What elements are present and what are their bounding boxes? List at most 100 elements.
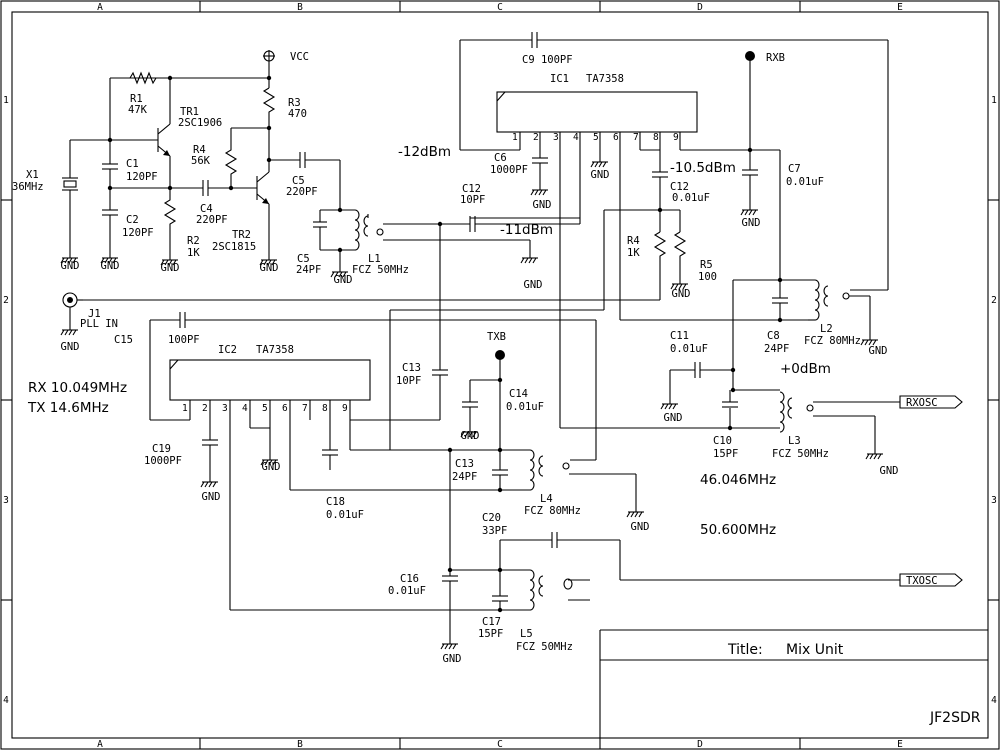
title-label: Title: bbox=[727, 642, 763, 658]
c12-bypass-ref: C12 bbox=[670, 181, 689, 193]
ic2-pin: 4 bbox=[242, 403, 248, 414]
tr2-part: 2SC1815 bbox=[212, 241, 256, 253]
c9-label: C9 100PF bbox=[522, 54, 573, 66]
c20-ref: C20 bbox=[482, 512, 501, 524]
col-label: B bbox=[297, 739, 303, 750]
gnd-label: GND bbox=[334, 274, 353, 286]
c16-ref: C16 bbox=[400, 573, 419, 585]
c15-ref: C15 bbox=[114, 334, 133, 346]
grid-labels: A B C D E A B C D E 1 2 3 4 1 2 3 4 bbox=[3, 2, 997, 750]
level-minus-11dbm: -11dBm bbox=[500, 222, 553, 238]
l4-ref: L4 bbox=[540, 493, 553, 505]
txb-label: TXB bbox=[487, 331, 506, 343]
col-label: D bbox=[697, 2, 703, 13]
l5-value: FCZ 50MHz bbox=[516, 641, 573, 653]
l1-value: FCZ 50MHz bbox=[352, 264, 409, 276]
l3-ref: L3 bbox=[788, 435, 801, 447]
rxb-label: RXB bbox=[766, 52, 785, 64]
ground-symbol: GND bbox=[461, 430, 480, 442]
pll-input: J1 PLL IN bbox=[62, 292, 118, 330]
ground-symbol: GND bbox=[260, 459, 280, 473]
j1-ref: J1 bbox=[88, 308, 101, 320]
r4-1k-value: 1K bbox=[627, 247, 640, 259]
ground-symbol: GND bbox=[626, 511, 649, 533]
r2-resistor bbox=[163, 188, 177, 260]
ic2-part: TA7358 bbox=[256, 344, 294, 356]
gnd-label: GND bbox=[664, 412, 683, 424]
row-label: 1 bbox=[991, 95, 997, 106]
ic1-section: IC1 TA7358 1 2 3 4 5 6 7 8 9 C6 1000PF bbox=[83, 32, 889, 451]
col-label: C bbox=[497, 2, 503, 13]
title-block: Title: Mix Unit JF2SDR bbox=[599, 629, 988, 738]
tr1-part: 2SC1906 bbox=[178, 117, 222, 129]
ground-symbol: GND bbox=[161, 259, 179, 274]
tx-frequency: TX 14.6MHz bbox=[27, 400, 109, 416]
gnd-label: GND bbox=[202, 491, 221, 503]
r2-value: 1K bbox=[187, 247, 200, 259]
ic1-pin: 7 bbox=[633, 132, 639, 143]
c11-value: 0.01uF bbox=[670, 343, 708, 355]
ic1-part: TA7358 bbox=[586, 73, 624, 85]
c11-ref: C11 bbox=[670, 330, 689, 342]
gnd-label: GND bbox=[591, 169, 610, 181]
ic2-pin: 5 bbox=[262, 403, 268, 414]
ground-symbol: GND bbox=[61, 329, 79, 353]
r5-ref: R5 bbox=[700, 259, 713, 271]
pll-in-label: PLL IN bbox=[80, 318, 118, 330]
rx-filter-section: C8 24PF L2 FCZ 80MHz C11 0.01uF C10 15PF… bbox=[669, 150, 963, 460]
col-label: B bbox=[297, 2, 303, 13]
r3-ref: R3 bbox=[288, 97, 301, 109]
ground-symbol: GND bbox=[200, 481, 221, 503]
ic1-pin: 9 bbox=[673, 132, 679, 143]
gnd-label: GND bbox=[524, 279, 543, 291]
ic2-pin: 1 bbox=[182, 403, 188, 414]
c17-value: 15PF bbox=[478, 628, 503, 640]
row-label: 2 bbox=[991, 295, 997, 306]
ground-symbol: GND bbox=[740, 209, 761, 229]
c7-value: 0.01uF bbox=[786, 176, 824, 188]
ground-symbol: GND bbox=[330, 271, 353, 286]
txosc-label: TXOSC bbox=[906, 575, 938, 587]
l3-value: FCZ 50MHz bbox=[772, 448, 829, 460]
row-label: 1 bbox=[3, 95, 9, 106]
ic2-section: IC2 TA7358 1 2 3 4 5 6 7 8 9 C15 100PF C… bbox=[114, 312, 963, 653]
c1-value: 120PF bbox=[126, 171, 158, 183]
row-label: 4 bbox=[991, 695, 997, 706]
ic1-pin: 6 bbox=[613, 132, 619, 143]
c4-ref: C4 bbox=[200, 203, 213, 215]
c18-value: 0.01uF bbox=[326, 509, 364, 521]
c13-tank-value: 24PF bbox=[452, 471, 477, 483]
r4-1k-resistor bbox=[653, 231, 667, 262]
gnd-label: GND bbox=[260, 262, 279, 274]
ground-symbol: GND bbox=[670, 283, 690, 300]
ground-symbol: GND bbox=[660, 403, 683, 424]
l1-ref: L1 bbox=[368, 253, 381, 265]
l1-inductor bbox=[354, 209, 360, 251]
ground-symbol: GND bbox=[61, 257, 80, 272]
x1-crystal bbox=[63, 180, 77, 188]
r4-resistor bbox=[224, 128, 238, 188]
c10-ref: C10 bbox=[713, 435, 732, 447]
frequency-50mhz: 50.600MHz bbox=[700, 522, 776, 538]
gnd-label: GND bbox=[533, 199, 552, 211]
c16-value: 0.01uF bbox=[388, 585, 426, 597]
gnd-label: GND bbox=[742, 217, 761, 229]
col-label: A bbox=[97, 2, 103, 13]
ic2-pin: 3 bbox=[222, 403, 228, 414]
oscillator-section: VCC R1 47K R3 470 TR1 2SC1906 R4 56K bbox=[12, 50, 531, 276]
r4-ref: R4 bbox=[193, 144, 206, 156]
txosc-port[interactable] bbox=[899, 573, 963, 587]
ic1-pin: 4 bbox=[573, 132, 579, 143]
l5-ref: L5 bbox=[520, 628, 533, 640]
rxosc-port[interactable] bbox=[899, 395, 963, 409]
c13-coupling-ref: C13 bbox=[402, 362, 421, 374]
c14-value: 0.01uF bbox=[506, 401, 544, 413]
c18-ref: C18 bbox=[326, 496, 345, 508]
l4-inductor bbox=[529, 449, 535, 491]
ground-symbol: GND bbox=[865, 453, 898, 477]
gnd-label: GND bbox=[461, 430, 480, 442]
level-plus-0dbm: +0dBm bbox=[780, 361, 831, 377]
frequency-46mhz: 46.046MHz bbox=[700, 472, 776, 488]
gnd-label: GND bbox=[61, 260, 80, 272]
